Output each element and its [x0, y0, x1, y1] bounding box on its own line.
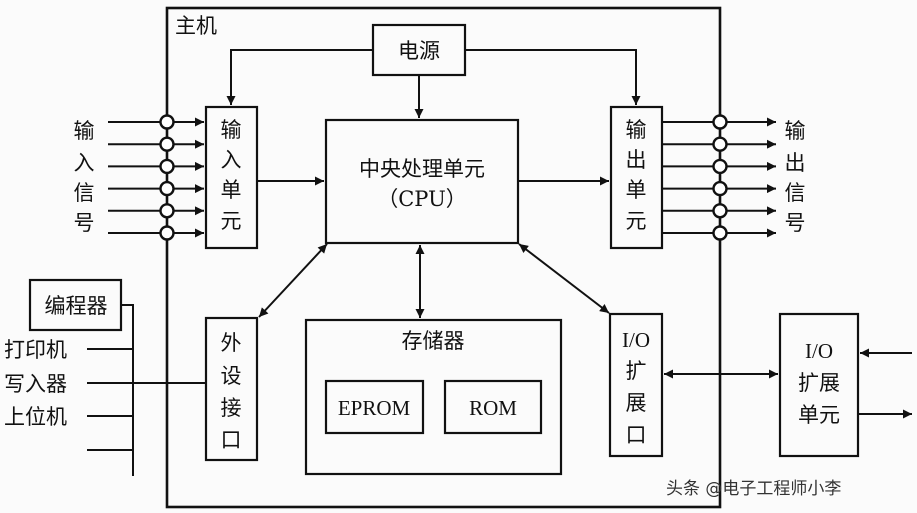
- output-terminal-icon: [712, 114, 728, 130]
- input-unit-char: 元: [221, 209, 242, 233]
- input-terminal-icon: [159, 136, 175, 152]
- output-terminal-icon: [712, 225, 728, 241]
- io-port-block: I/O 扩 展 口: [608, 312, 664, 458]
- programmer-block: 编程器: [28, 278, 123, 332]
- io-expansion-label: 单元: [798, 403, 840, 427]
- output-signal-char: 出: [785, 151, 806, 175]
- watermark: 头条 @电子工程师小李: [666, 479, 841, 499]
- power-supply-block: 电源: [371, 23, 467, 77]
- io-port-char: 口: [626, 423, 647, 447]
- power-to-output-arrow: [465, 49, 641, 105]
- input-signal-label: 输 入 信 号: [74, 119, 95, 235]
- input-signal-char: 输: [74, 119, 95, 143]
- peripheral-interface-char: 外: [221, 331, 242, 355]
- input-unit-char: 单: [221, 178, 242, 202]
- rom-block: [443, 379, 543, 435]
- input-terminal-icon: [159, 225, 175, 241]
- host-computer-label: 上位机: [4, 405, 67, 429]
- input-unit-block: 输 入 单 元: [204, 105, 259, 250]
- eprom-block: [324, 379, 425, 435]
- output-unit-char: 元: [626, 209, 647, 233]
- input-unit-char: 输: [221, 118, 242, 142]
- io-port-char: 扩: [626, 359, 647, 383]
- output-terminal-icon: [712, 158, 728, 175]
- power-supply-label: 电源: [398, 39, 440, 63]
- writer-label: 写入器: [4, 372, 67, 396]
- io-expansion-label: I/O: [805, 339, 833, 363]
- printer-label: 打印机: [4, 338, 67, 362]
- input-signal-char: 号: [74, 211, 95, 235]
- output-signal-lines: [662, 114, 776, 241]
- cpu-block: 中央处理单元 （CPU）: [324, 118, 520, 245]
- io-expansion-unit-block: I/O 扩展 单元: [778, 312, 860, 458]
- eprom-label: EPROM: [338, 396, 411, 420]
- output-signal-char: 号: [785, 211, 806, 235]
- memory-title: 存储器: [402, 329, 465, 353]
- input-signal-char: 信: [74, 181, 95, 205]
- output-signal-char: 信: [785, 181, 806, 205]
- power-to-input-arrow: [226, 49, 373, 105]
- cpu-io-port-bus-arrow: [518, 243, 610, 314]
- input-signal-lines: [108, 114, 204, 241]
- output-unit-char: 单: [626, 178, 647, 202]
- input-terminal-icon: [159, 158, 175, 175]
- input-signal-char: 入: [74, 151, 95, 175]
- rom-label: ROM: [469, 396, 517, 420]
- output-terminal-icon: [712, 180, 728, 197]
- output-signal-label: 输 出 信 号: [785, 119, 806, 235]
- input-unit-char: 入: [221, 148, 242, 172]
- peripheral-interface-char: 接: [221, 396, 242, 420]
- input-terminal-icon: [159, 114, 175, 130]
- peripheral-interface-block: 外 设 接 口: [204, 316, 259, 462]
- peripheral-interface-char: 设: [221, 364, 242, 388]
- peripheral-interface-char: 口: [221, 428, 242, 452]
- cpu-abbr: （CPU）: [377, 187, 467, 211]
- io-expansion-label: 扩展: [798, 371, 840, 395]
- io-port-char: I/O: [622, 328, 650, 352]
- input-terminal-icon: [159, 180, 175, 197]
- output-terminal-icon: [712, 203, 728, 219]
- output-terminal-icon: [712, 136, 728, 152]
- peripheral-bus-line: [121, 304, 134, 476]
- cpu-peripheral-bus-arrow: [258, 243, 328, 318]
- memory-block: 存储器 EPROM ROM: [304, 318, 563, 476]
- output-unit-char: 出: [626, 148, 647, 172]
- output-unit-block: 输 出 单 元: [609, 105, 664, 250]
- output-unit-char: 输: [626, 118, 647, 142]
- output-signal-char: 输: [785, 119, 806, 143]
- cpu-name: 中央处理单元: [359, 157, 485, 181]
- main-unit-label: 主机: [175, 14, 217, 38]
- programmer-label: 编程器: [45, 294, 108, 318]
- io-port-char: 展: [626, 391, 647, 415]
- input-terminal-icon: [159, 203, 175, 219]
- main-unit-frame: [165, 6, 722, 509]
